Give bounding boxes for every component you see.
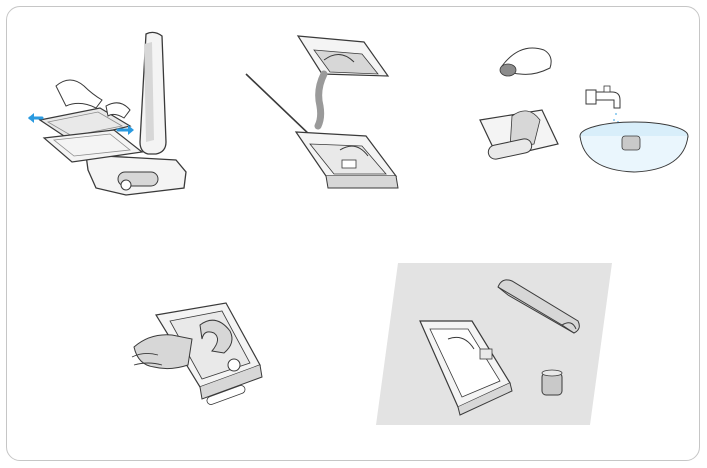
parts-layout-icon: [376, 263, 612, 425]
vacuum-head-disassembly-icon: [26, 30, 196, 200]
reassemble-parts-illustration: [376, 263, 612, 425]
remove-roller-cover-illustration: [26, 30, 196, 200]
brush-cleaning-icon: [244, 28, 414, 218]
wipe-base-illustration: [130, 295, 280, 445]
clean-with-brush-illustration: [244, 28, 414, 218]
rinse-filter-illustration: [474, 40, 694, 190]
hand-wipe-icon: [130, 295, 280, 445]
water-rinse-icon: [474, 40, 694, 190]
